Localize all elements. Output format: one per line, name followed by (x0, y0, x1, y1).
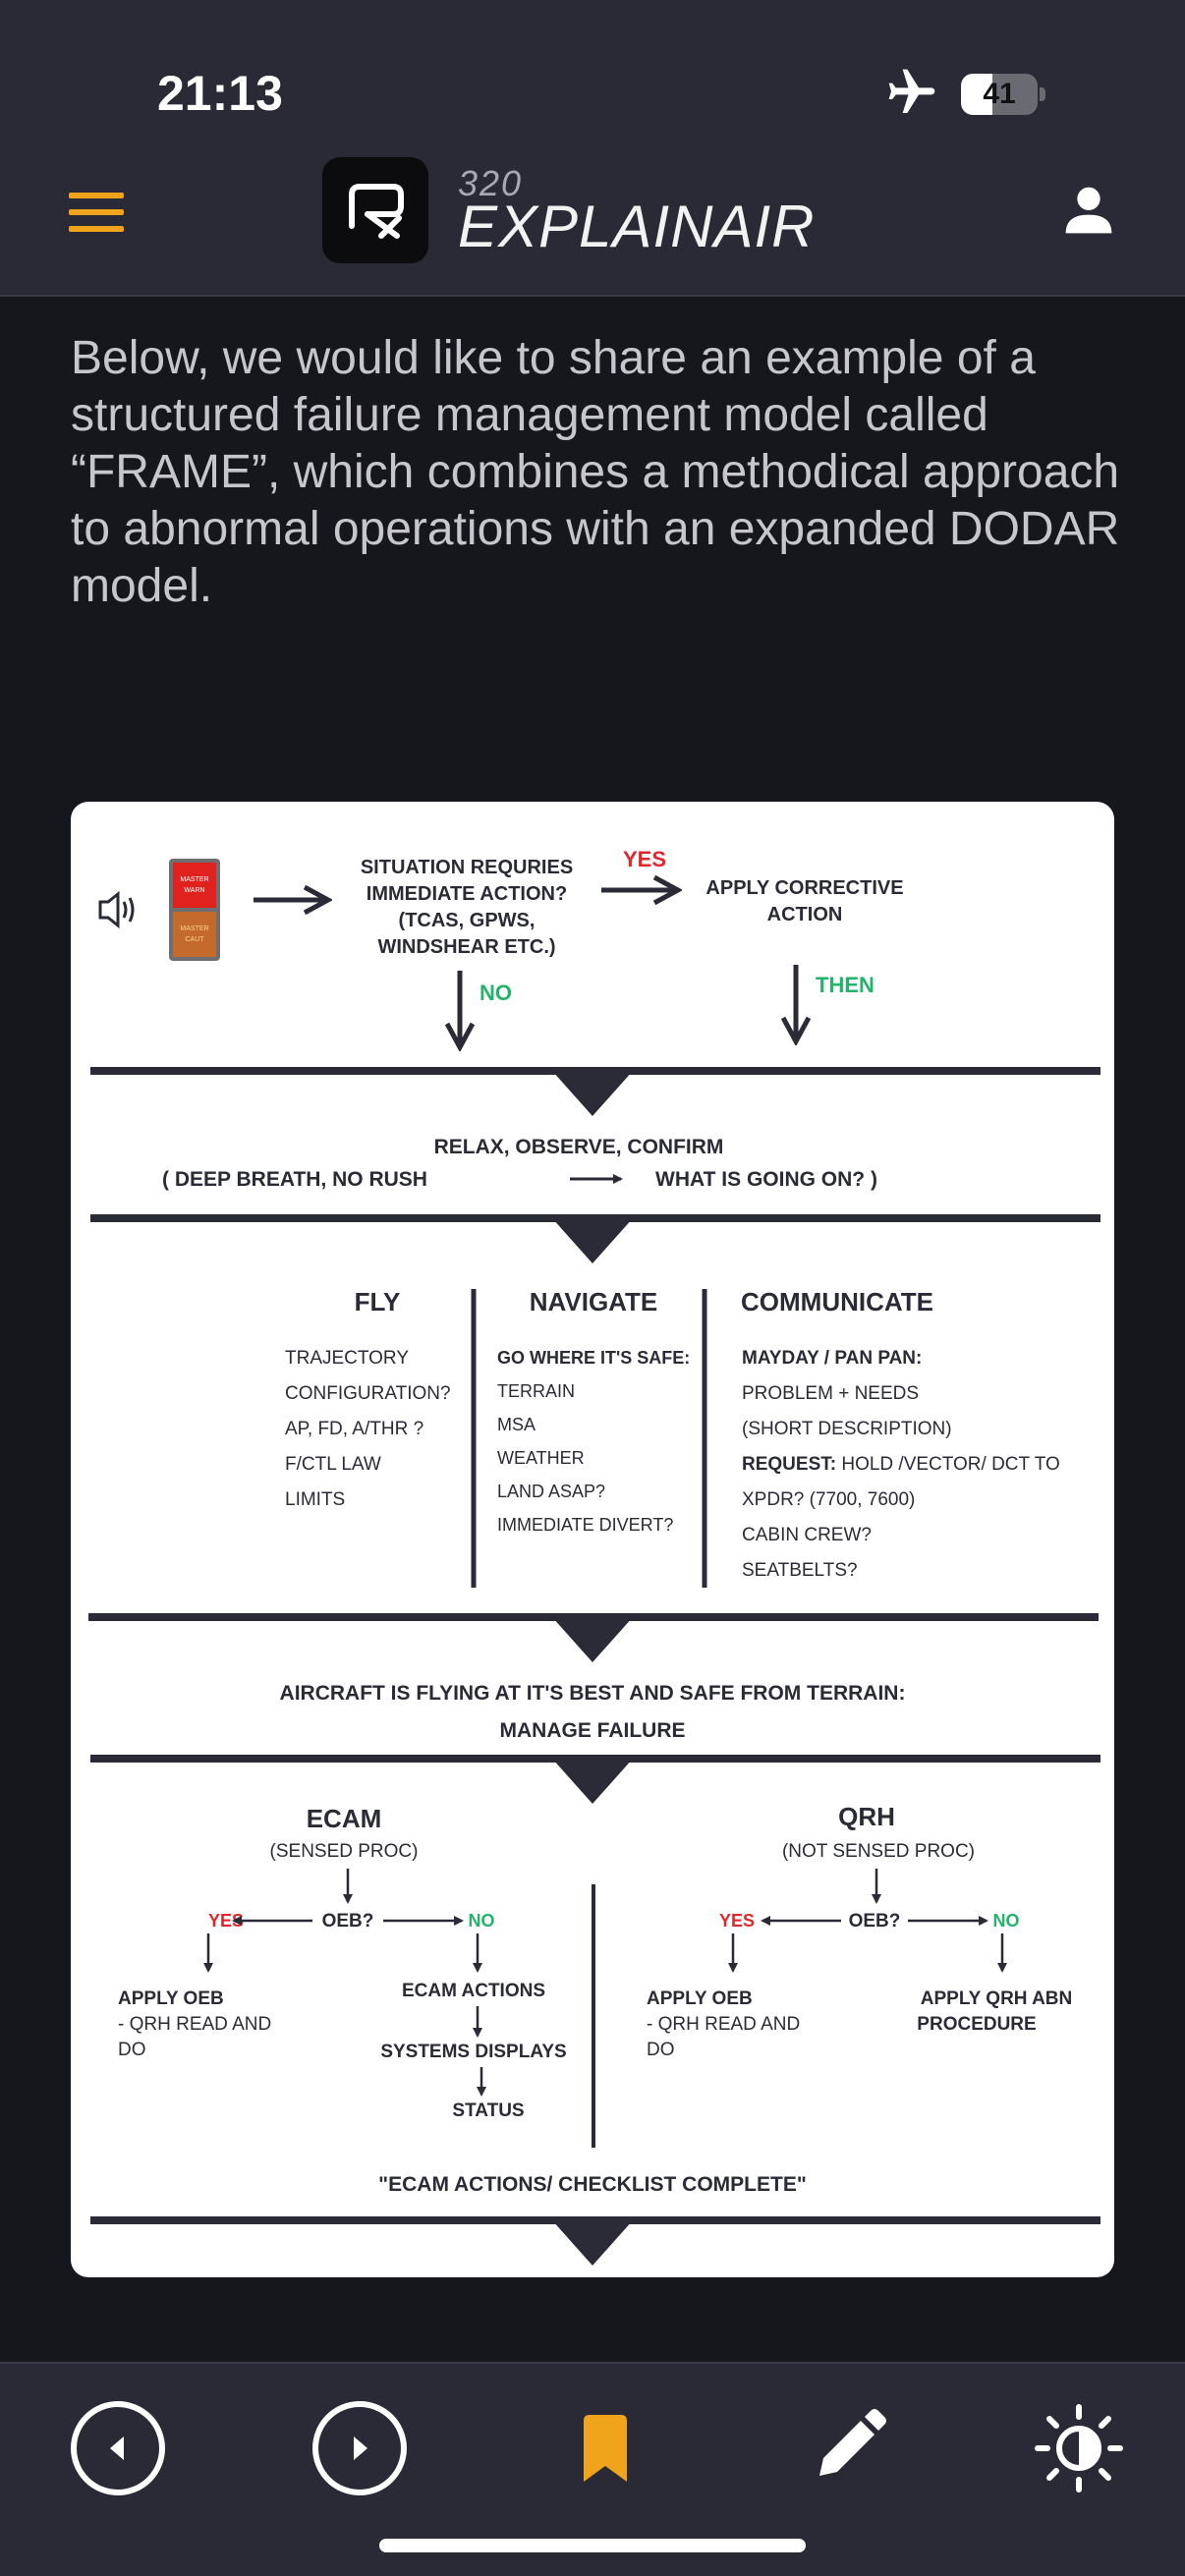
battery-icon: 41 (961, 74, 1038, 115)
ecam-apply-oeb: APPLY OEB (118, 1988, 224, 2009)
ecam-qrh-read-line2: DO (118, 2040, 146, 2060)
next-icon[interactable] (310, 2399, 409, 2497)
edit-icon[interactable] (798, 2399, 896, 2497)
speaker-icon (98, 890, 135, 929)
logo-subtitle: 320 (458, 163, 524, 203)
previous-icon[interactable] (69, 2399, 167, 2497)
fly-title: FLY (355, 1287, 401, 1316)
ecam-actions: ECAM ACTIONS (402, 1981, 545, 2001)
qrh-yes: YES (719, 1911, 755, 1931)
navigate-item-3: WEATHER (497, 1448, 585, 1468)
menu-icon[interactable] (69, 193, 124, 232)
master-warn-line2: WARN (184, 887, 204, 894)
qrh-oeb: OEB? (849, 1911, 901, 1932)
situation-line1: SITUATION REQURIES (361, 857, 573, 878)
navigate-item-5: IMMEDIATE DIVERT? (497, 1515, 673, 1535)
navigate-title: NAVIGATE (530, 1287, 657, 1316)
ecam-oeb: OEB? (322, 1911, 374, 1932)
then-label: THEN (816, 973, 875, 997)
what-going-on-text: WHAT IS GOING ON? ) (655, 1168, 877, 1191)
navigate-item-1: TERRAIN (497, 1381, 575, 1401)
yes-label: YES (623, 847, 666, 871)
master-caut-line2: CAUT (185, 936, 204, 943)
qrh-apply-oeb: APPLY OEB (647, 1988, 753, 2009)
app-logo-icon (322, 157, 428, 263)
app-header: 21:13 41 320 EXPLAINAIR (0, 0, 1185, 297)
master-warn-line1: MASTER (180, 876, 208, 883)
home-indicator (379, 2539, 806, 2552)
relax-observe-confirm: RELAX, OBSERVE, CONFIRM (434, 1136, 724, 1158)
airplane-mode-icon (888, 69, 935, 113)
fly-item-5: LIMITS (285, 1489, 345, 1510)
aircraft-safe-text: AIRCRAFT IS FLYING AT IT'S BEST AND SAFE… (280, 1682, 906, 1705)
situation-line4: WINDSHEAR ETC.) (377, 936, 555, 958)
ecam-systems-displays: SYSTEMS DISPLAYS (380, 2042, 566, 2062)
ecam-qrh-read-line1: - QRH READ AND (118, 2014, 271, 2035)
master-warning-lights: MASTER WARN MASTER CAUT (169, 859, 220, 961)
master-caut-line1: MASTER (180, 925, 208, 932)
no-label: NO (480, 980, 512, 1005)
fly-item-2: CONFIGURATION? (285, 1383, 451, 1404)
qrh-qrh-read-line2: DO (647, 2040, 675, 2060)
checklist-complete-text: "ECAM ACTIONS/ CHECKLIST COMPLETE" (378, 2173, 807, 2196)
ecam-no: NO (469, 1911, 495, 1931)
apply-corrective-line1: APPLY CORRECTIVE (705, 877, 903, 899)
ecam-subtitle: (SENSED PROC) (270, 1841, 419, 1862)
communicate-request: REQUEST: HOLD /VECTOR/ DCT TO (742, 1454, 1060, 1475)
navigate-heading: GO WHERE IT'S SAFE: (497, 1348, 690, 1368)
qrh-apply-abn-line1: APPLY QRH ABN (921, 1988, 1073, 2009)
situation-line3: (TCAS, GPWS, (399, 910, 536, 931)
battery-tip (1040, 87, 1045, 101)
qrh-title: QRH (838, 1802, 895, 1831)
qrh-no: NO (993, 1911, 1020, 1931)
communicate-item-1: XPDR? (7700, 7600) (742, 1489, 915, 1510)
profile-icon[interactable] (1061, 183, 1116, 238)
frame-diagram: MASTER WARN MASTER CAUT SITUATION REQURI… (71, 802, 1114, 2277)
status-time: 21:13 (157, 66, 283, 121)
navigate-item-2: MSA (497, 1415, 536, 1434)
communicate-short: (SHORT DESCRIPTION) (742, 1419, 952, 1439)
fly-item-4: F/CTL LAW (285, 1454, 381, 1475)
communicate-title: COMMUNICATE (741, 1287, 933, 1316)
communicate-mayday: MAYDAY / PAN PAN: (742, 1348, 922, 1369)
situation-line2: IMMEDIATE ACTION? (367, 883, 567, 905)
intro-paragraph: Below, we would like to share an example… (71, 332, 1120, 612)
logo-title: EXPLAINAIR (458, 194, 816, 259)
ecam-status: STATUS (452, 2100, 524, 2121)
brightness-icon[interactable] (1030, 2399, 1128, 2497)
communicate-problem: PROBLEM + NEEDS (742, 1383, 919, 1404)
manage-failure-text: MANAGE FAILURE (500, 1719, 686, 1742)
deep-breath-text: ( DEEP BREATH, NO RUSH (162, 1168, 427, 1191)
communicate-item-2: CABIN CREW? (742, 1525, 872, 1545)
battery-level: 41 (983, 78, 1016, 110)
qrh-apply-abn-line2: PROCEDURE (917, 2014, 1036, 2035)
apply-corrective-line2: ACTION (767, 904, 843, 925)
bookmark-icon[interactable] (556, 2399, 654, 2497)
fly-item-3: AP, FD, A/THR ? (285, 1419, 423, 1439)
battery-fill (961, 74, 992, 115)
ecam-title: ECAM (307, 1804, 382, 1833)
fly-item-1: TRAJECTORY (285, 1348, 409, 1369)
qrh-qrh-read-line1: - QRH READ AND (647, 2014, 800, 2035)
navigate-item-4: LAND ASAP? (497, 1482, 605, 1501)
communicate-item-3: SEATBELTS? (742, 1560, 858, 1581)
qrh-subtitle: (NOT SENSED PROC) (782, 1841, 975, 1862)
